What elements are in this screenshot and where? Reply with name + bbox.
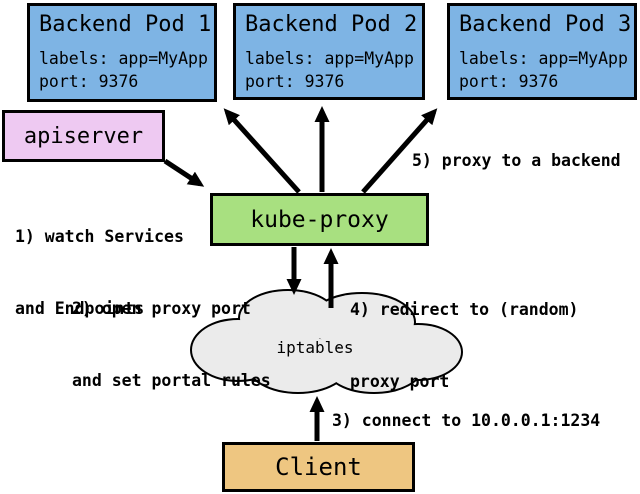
pod-title: Backend Pod 2: [245, 12, 418, 37]
backend-pod-1: Backend Pod 1 labels: app=MyApp port: 93…: [27, 3, 217, 102]
step4-annotation: 4) redirect to (random) proxy port: [350, 250, 578, 442]
pod-labels: labels: app=MyApp: [39, 49, 208, 68]
client-label: Client: [275, 453, 362, 481]
backend-pod-2: Backend Pod 2 labels: app=MyApp port: 93…: [233, 3, 425, 100]
step2-line1: 2) open proxy port: [72, 299, 251, 318]
step1-line1: 1) watch Services: [15, 227, 184, 246]
kube-proxy-label: kube-proxy: [250, 206, 389, 233]
kube-proxy-box: kube-proxy: [210, 193, 429, 246]
step4-line2: proxy port: [350, 372, 450, 391]
pod-title: Backend Pod 1: [39, 12, 212, 37]
arrow-apiserver-to-kubeproxy: [163, 158, 205, 187]
arrow-kubeproxy-to-pod3: [361, 108, 438, 194]
step2-annotation: 2) open proxy port and set portal rules: [72, 249, 271, 441]
pod-port: port: 9376: [39, 72, 139, 91]
iptables-label: iptables: [276, 338, 354, 357]
apiserver-box: apiserver: [2, 110, 165, 162]
pod-port: port: 9376: [245, 72, 345, 91]
arrow-kubeproxy-to-pod1: [223, 108, 301, 194]
client-box: Client: [222, 442, 415, 492]
step1-annotation: 1) watch Services and Endpoints: [15, 177, 184, 369]
backend-pod-3: Backend Pod 3 labels: app=MyApp port: 93…: [447, 3, 637, 100]
pod-title: Backend Pod 3: [459, 12, 632, 37]
pod-labels: labels: app=MyApp: [459, 49, 628, 68]
step4-line1: 4) redirect to (random): [350, 300, 579, 319]
step1-line2: and Endpoints: [15, 299, 145, 318]
step3-annotation: 3) connect to 10.0.0.1:1234: [332, 411, 601, 430]
apiserver-label: apiserver: [23, 123, 144, 149]
pod-labels: labels: app=MyApp: [245, 49, 414, 68]
pod-port: port: 9376: [459, 72, 559, 91]
step5-annotation: 5) proxy to a backend: [412, 151, 621, 170]
step2-line2: and set portal rules: [72, 371, 271, 390]
iptables-cloud: [190, 289, 463, 394]
